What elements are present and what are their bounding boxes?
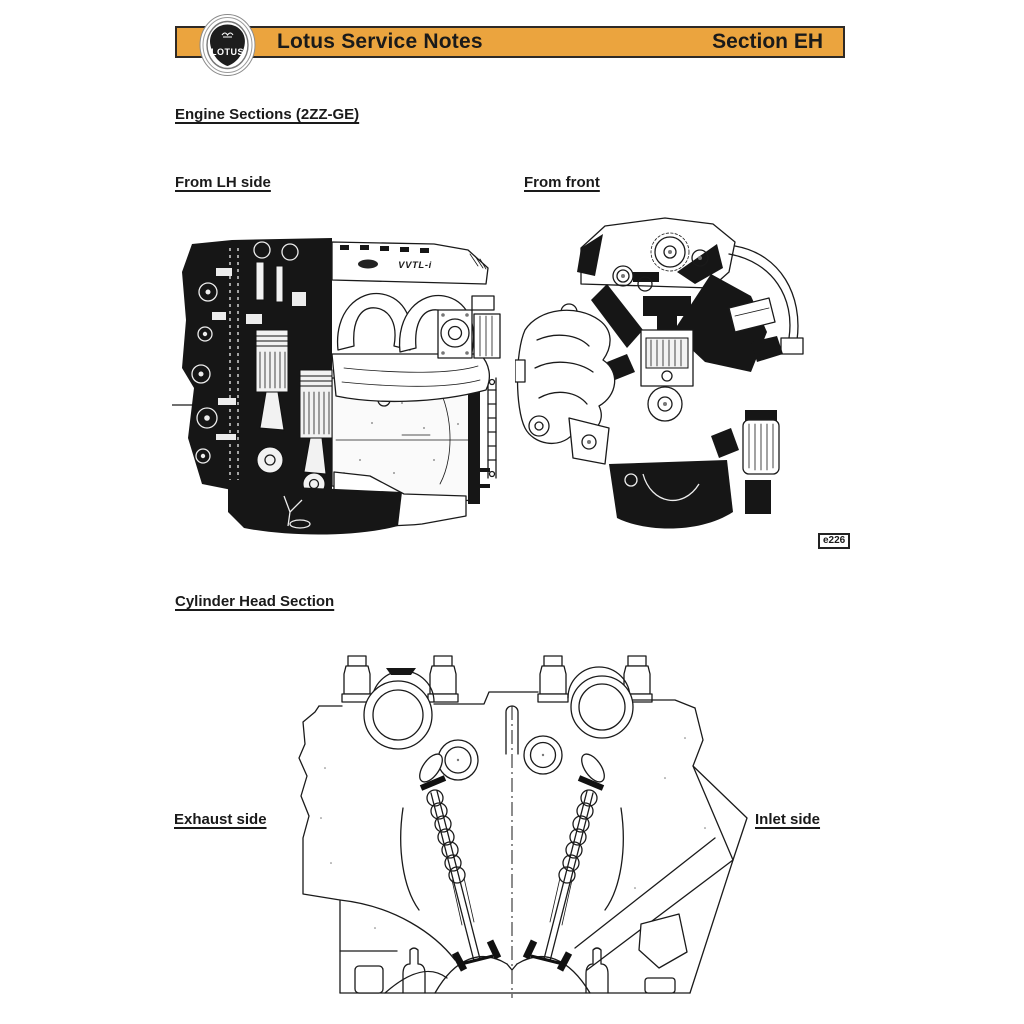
- throttle-body: [437, 295, 501, 359]
- engine-lh-side-section-figure: VVTL-i: [172, 238, 501, 535]
- idler-pulley: [612, 265, 634, 287]
- cutaway-crankcase: [182, 238, 333, 496]
- interior-casting-lines: [339, 807, 734, 994]
- engine-sections-heading: Engine Sections (2ZZ-GE): [175, 106, 360, 123]
- camshaft-bores: [363, 675, 634, 750]
- oil-pan: [228, 484, 402, 535]
- front-mount: [568, 417, 610, 465]
- head-bolts: [341, 655, 653, 703]
- cylinder-and-piston: [640, 329, 694, 422]
- cam-cover: VVTL-i: [331, 241, 489, 285]
- figure-code-badge: e226: [818, 533, 851, 549]
- piston-upper: [255, 329, 289, 474]
- valve-seats: [451, 939, 573, 972]
- header-bar: Lotus Service Notes Section EH: [175, 26, 845, 58]
- header-section-label: Section EH: [712, 30, 823, 53]
- sump-cutaway: [609, 460, 733, 529]
- lotus-badge-shield: [210, 24, 245, 66]
- header-title: Lotus Service Notes: [277, 30, 483, 53]
- lotus-badge-icon: LOTUS: [199, 14, 256, 76]
- from-lh-side-label: From LH side: [175, 174, 271, 191]
- engine-front-section-figure: [515, 217, 804, 529]
- lotus-badge-text: LOTUS: [211, 47, 244, 57]
- vvtl-i-script: VVTL-i: [398, 260, 432, 271]
- inlet-side-label: Inlet side: [755, 811, 821, 828]
- bottom-ports: [354, 913, 688, 994]
- vvt-gear: [650, 232, 690, 272]
- cylinder-head-section-figure: [298, 655, 748, 998]
- stipple-dots: [320, 737, 706, 929]
- cylinder-head-heading: Cylinder Head Section: [175, 593, 335, 610]
- inlet-valve-assembly: [530, 753, 605, 966]
- oil-filter: [742, 410, 780, 475]
- hoses-and-ancillaries: [711, 245, 804, 514]
- from-front-label: From front: [524, 174, 600, 191]
- timing-cover: [577, 217, 736, 292]
- exhaust-manifold: [515, 303, 616, 444]
- cutaway-wedges: [591, 274, 767, 380]
- head-casting-outline: [298, 666, 748, 994]
- maker-badge: [358, 259, 378, 269]
- lotus-logo: LOTUS: [199, 13, 256, 77]
- exhaust-valve-assembly: [419, 753, 494, 966]
- follower-bores: [437, 735, 563, 781]
- mount-bracket: [487, 377, 497, 479]
- acbc-monogram: [221, 32, 234, 38]
- exhaust-side-label: Exhaust side: [174, 811, 267, 828]
